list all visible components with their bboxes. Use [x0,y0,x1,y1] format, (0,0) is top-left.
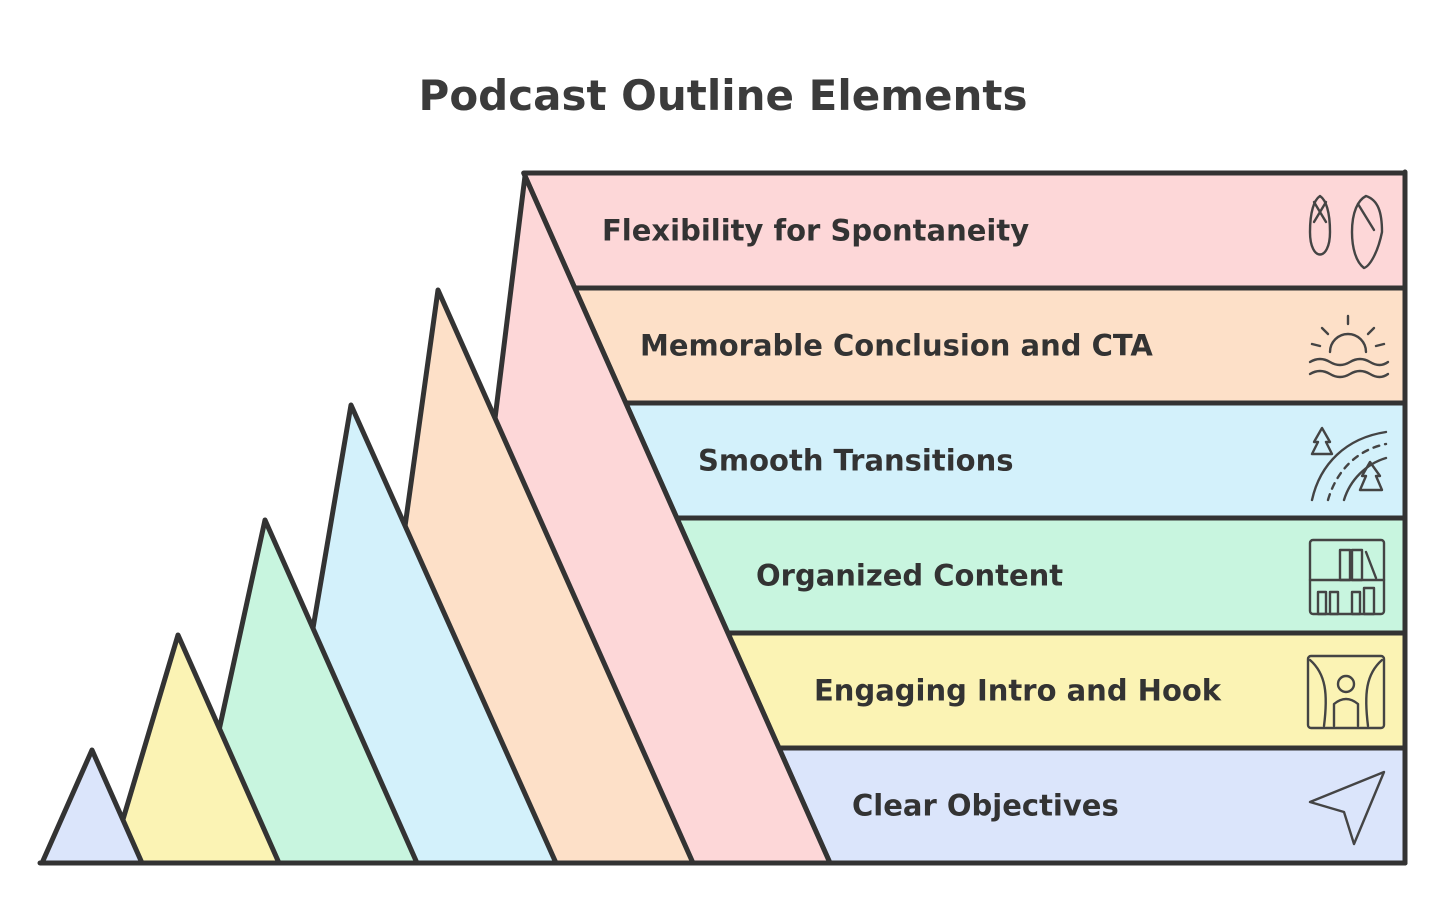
bookshelf-icon [1308,538,1386,616]
ballet-shoes-icon [1308,194,1384,270]
winding-road-icon [1310,426,1388,502]
level-label-objectives: Clear Objectives [852,789,1119,823]
stage-curtain-icon [1306,654,1386,730]
level-label-conclusion: Memorable Conclusion and CTA [640,329,1153,363]
frame [37,169,1408,866]
level-label-flexibility: Flexibility for Spontaneity [602,214,1029,248]
level-label-transitions: Smooth Transitions [698,444,1014,478]
level-label-organized: Organized Content [756,559,1063,593]
navigation-arrow-icon [1308,770,1386,846]
sunset-icon [1308,314,1390,379]
level-label-intro: Engaging Intro and Hook [814,674,1222,708]
diagram-title: Podcast Outline Elements [419,71,1028,120]
